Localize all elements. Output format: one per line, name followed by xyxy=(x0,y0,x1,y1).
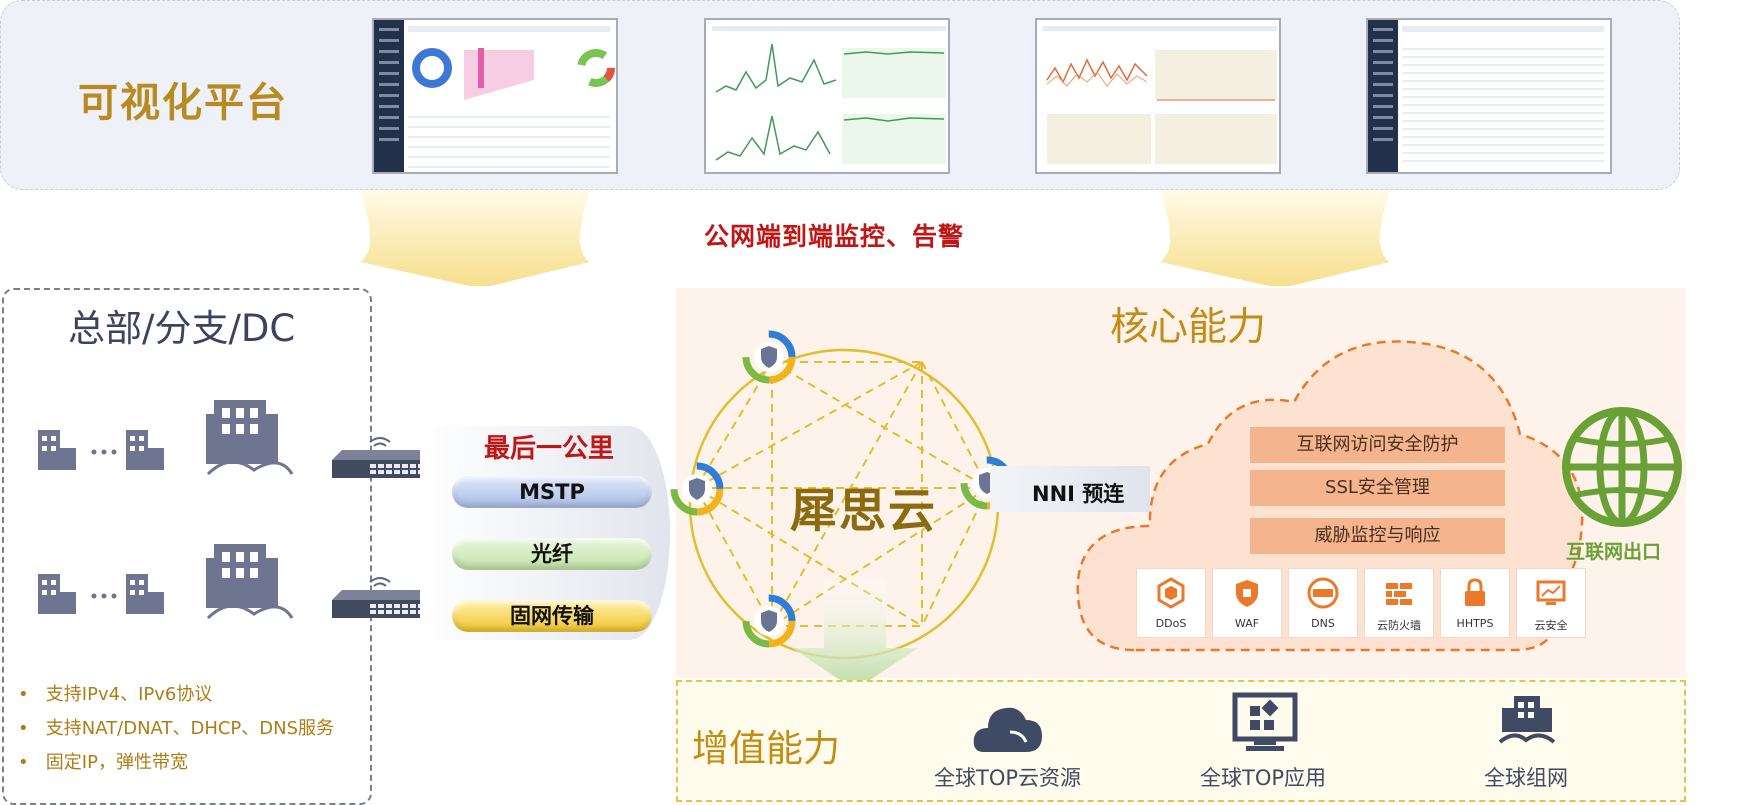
dashboard-thumbnail-2 xyxy=(704,18,950,174)
cloud-resources-icon xyxy=(973,707,1042,752)
applications-icon xyxy=(1232,692,1298,751)
hq-branch-dc-panel xyxy=(2,288,372,805)
service-cloud-security: 云安全 xyxy=(1516,568,1586,638)
monitoring-alert-label: 公网端到端监控、告警 xyxy=(704,222,965,251)
feature-bullet: • 固定IP，弹性带宽 xyxy=(18,752,188,773)
fiber-link: 光纤 xyxy=(452,538,652,570)
dns-icon xyxy=(1307,577,1339,609)
core-capability-title: 核心能力 xyxy=(1110,305,1267,350)
global-network-icon xyxy=(1498,696,1556,744)
security-capability: SSL安全管理 xyxy=(1250,470,1505,506)
lock-icon xyxy=(1465,578,1485,606)
node-shield-icon xyxy=(742,330,796,384)
dashboard-thumbnail-4 xyxy=(1366,18,1612,174)
ddos-icon xyxy=(1157,577,1185,609)
value-added-title: 增值能力 xyxy=(692,727,840,770)
security-capability: 威胁监控与响应 xyxy=(1250,518,1505,554)
service-cloud-firewall: 云防火墙 xyxy=(1364,568,1434,638)
node-chart-icon xyxy=(670,462,724,516)
down-arrow-green xyxy=(792,580,918,690)
global-top-applications: 全球TOP应用 xyxy=(1200,766,1327,790)
last-mile-title: 最后一公里 xyxy=(484,434,615,464)
platform-title: 可视化平台 xyxy=(78,80,288,126)
service-waf: WAF xyxy=(1212,568,1282,638)
network-switch-icon xyxy=(332,437,430,478)
xisi-cloud-name: 犀思云 xyxy=(790,484,937,539)
hq-branch-dc-title: 总部/分支/DC xyxy=(68,307,296,350)
node-chart-icon xyxy=(742,594,796,648)
internet-exit-label: 互联网出口 xyxy=(1566,541,1662,563)
security-capability: 互联网访问安全防护 xyxy=(1250,427,1505,463)
dashboard-thumbnail-3 xyxy=(1035,18,1281,174)
dashboard-thumbnail-1 xyxy=(372,18,618,174)
globe-icon xyxy=(1562,407,1682,527)
global-top-cloud-resources: 全球TOP云资源 xyxy=(934,766,1082,790)
feature-bullet: • 支持IPv4、IPv6协议 xyxy=(18,684,213,705)
service-https: HHTPS xyxy=(1440,568,1510,638)
sites-illustration xyxy=(38,400,294,620)
nni-connection xyxy=(990,466,1150,512)
network-switch-icon xyxy=(332,577,430,618)
nni-label: NNI 预连 xyxy=(1032,482,1125,506)
service-ddos: DDoS xyxy=(1136,568,1206,638)
feature-bullet: • 支持NAT/DNAT、DHCP、DNS服务 xyxy=(18,718,335,739)
firewall-icon xyxy=(1386,583,1412,605)
monitor-icon xyxy=(1536,580,1566,605)
down-arrow-right xyxy=(1160,190,1390,286)
waf-icon xyxy=(1236,580,1258,607)
fixed-network-link: 固网传输 xyxy=(452,600,652,632)
service-dns: DNS xyxy=(1288,568,1358,638)
mstp-link: MSTP xyxy=(452,476,652,508)
down-arrow-left xyxy=(360,190,590,286)
global-networking: 全球组网 xyxy=(1484,766,1568,790)
